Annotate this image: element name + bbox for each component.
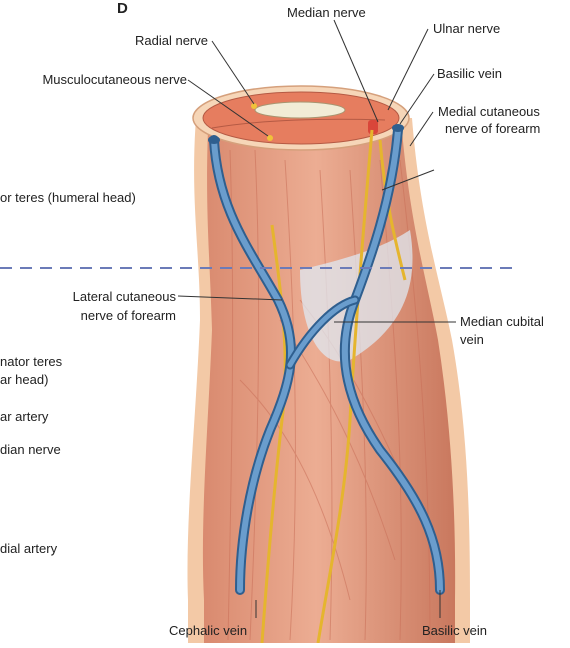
label-ulnar-artery: ar artery — [0, 409, 49, 424]
label-basilic-vein-top: Basilic vein — [437, 66, 503, 81]
median-nerve-path — [316, 129, 374, 644]
cross-section-bone — [254, 101, 346, 119]
label-lateral-cutaneous-2: nerve of forearm — [80, 308, 176, 323]
label-medial-cutaneous-1: Medial cutaneous — [438, 104, 540, 119]
medial-cutaneous-nerve-path — [378, 139, 407, 281]
label-median-nerve-left: dian nerve — [0, 442, 61, 457]
radial-nerve-dot — [251, 103, 257, 109]
label-basilic-vein-bottom: Basilic vein — [422, 623, 488, 638]
basilic-vein-cut — [392, 124, 404, 132]
label-medial-cutaneous-2: nerve of forearm — [445, 121, 541, 136]
nerves — [260, 129, 407, 644]
label-cephalic-vein: Cephalic vein — [169, 623, 248, 638]
label-musculocutaneous-nerve: Musculocutaneous nerve — [42, 72, 187, 87]
musculocutaneous-nerve-dot — [267, 135, 273, 141]
cephalic-vein-cut — [208, 136, 220, 144]
label-radial-artery: dial artery — [0, 541, 58, 556]
panel-letter: D — [117, 0, 128, 17]
label-pronator-humeral: or teres (humeral head) — [0, 190, 136, 205]
label-median-cubital-1: Median cubital — [460, 314, 544, 329]
label-median-nerve-top: Median nerve — [287, 5, 366, 20]
label-ulnar-nerve: Ulnar nerve — [433, 21, 501, 36]
label-lateral-cutaneous-1: Lateral cutaneous — [72, 289, 176, 304]
cross-section-septum — [211, 118, 386, 129]
label-median-cubital-2: vein — [460, 332, 484, 347]
leader-lines — [177, 19, 456, 618]
label-pronator-ulnar-1: nator teres — [0, 354, 63, 369]
label-pronator-ulnar-2: ar head) — [0, 372, 49, 387]
veins — [209, 125, 445, 595]
label-radial-nerve: Radial nerve — [135, 33, 208, 48]
lateral-cutaneous-nerve-path — [260, 224, 287, 644]
